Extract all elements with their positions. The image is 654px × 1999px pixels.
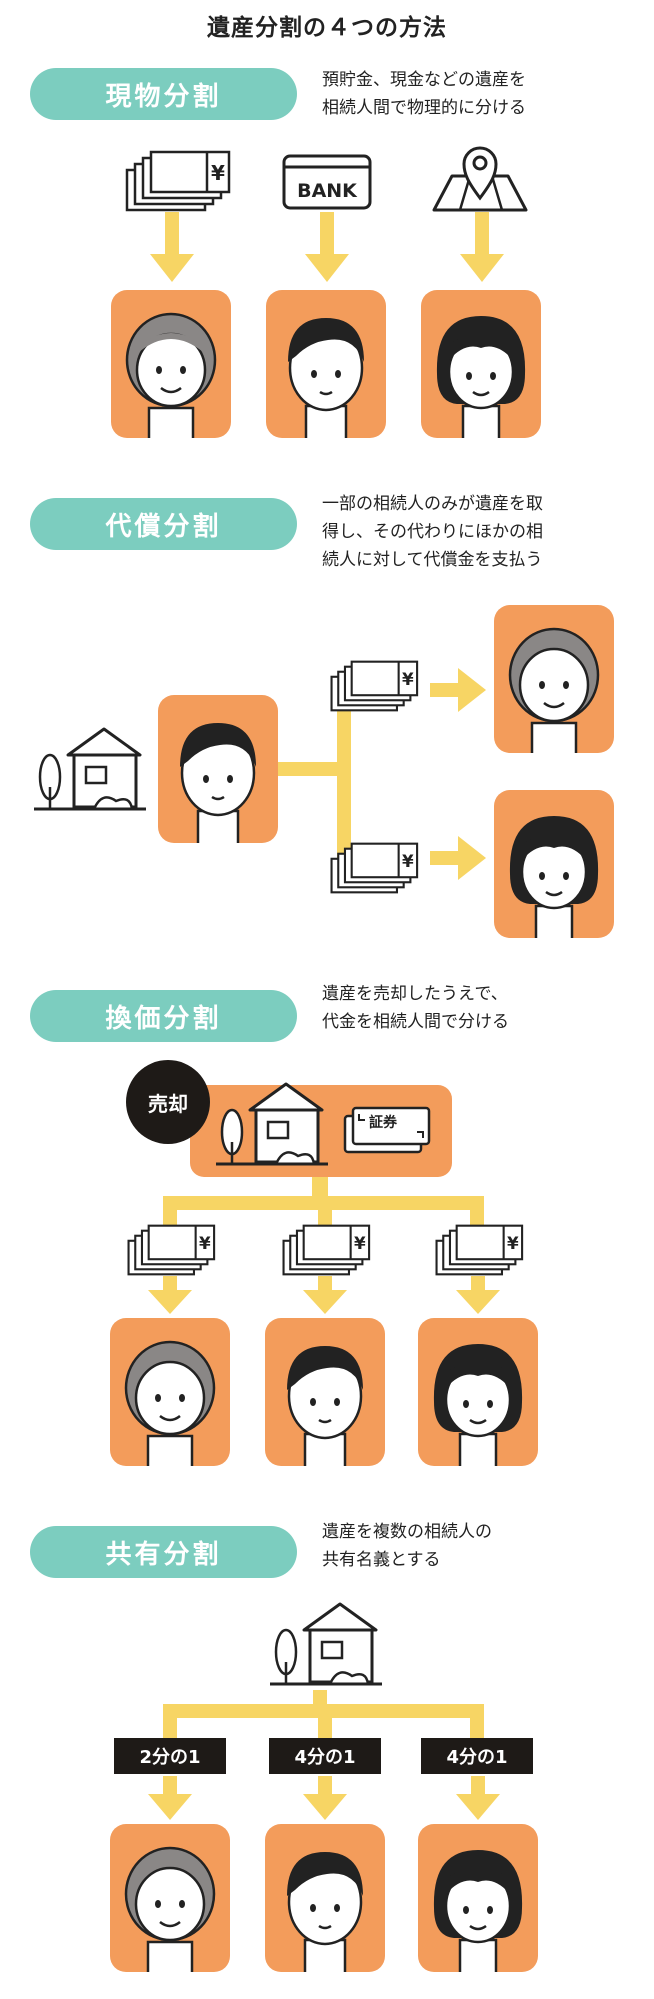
down-arrow-icon (148, 1276, 192, 1314)
house-icon (268, 1600, 384, 1690)
connector-line (163, 1704, 177, 1744)
yen-symbol: ¥ (507, 1233, 519, 1253)
person-card-son: 長男 (158, 695, 278, 843)
method-description-co-ownership: 遺産を複数の相続人の 共有名義とする (322, 1518, 642, 1574)
share-label-son: 4分の1 (269, 1738, 381, 1774)
person-card-son: 長男 (265, 1318, 385, 1466)
son-face-icon (288, 318, 364, 438)
desc-line: 相続人間で物理的に分ける (322, 98, 526, 118)
person-card-daughter: 長女 (418, 1318, 538, 1466)
house-icon (214, 1080, 330, 1170)
person-label: 母 (161, 1949, 178, 1968)
certificate-text: 証券 (369, 1115, 397, 1131)
daughter-face-icon (509, 816, 599, 938)
right-arrow-icon (430, 668, 486, 712)
cash-stack-icon: ¥ (124, 1224, 222, 1276)
yen-symbol: ¥ (354, 1233, 366, 1253)
share-label-daughter: 4分の1 (421, 1738, 533, 1774)
desc-line: 預貯金、現金などの遺産を (322, 70, 526, 90)
yen-symbol: ¥ (402, 669, 414, 689)
person-label: 長女 (461, 1949, 494, 1968)
connector-line (278, 762, 344, 776)
method-label-liquidation: 換価分割 (30, 990, 297, 1042)
desc-line: 得し、その代わりにほかの相 (322, 522, 543, 542)
right-arrow-icon (430, 836, 486, 880)
person-label: 長男 (308, 1949, 341, 1968)
connector-line (470, 1196, 484, 1234)
map-pin-icon (430, 138, 530, 214)
sale-badge: 売却 (126, 1060, 210, 1144)
person-card-son: 長男 (265, 1824, 385, 1972)
share-label-mother: 2分の1 (114, 1738, 226, 1774)
down-arrow-icon (460, 212, 504, 282)
person-card-son: 長男 (266, 290, 386, 438)
down-arrow-icon (150, 212, 194, 282)
person-label: 長男 (309, 415, 342, 434)
person-card-daughter: 長女 (421, 290, 541, 438)
mother-face-icon (508, 627, 600, 753)
person-label: 母 (162, 415, 179, 434)
person-card-mother: 母 (110, 1824, 230, 1972)
desc-line: 代金を相続人間で分ける (322, 1012, 509, 1032)
desc-line: 共有名義とする (322, 1550, 441, 1570)
daughter-face-icon (433, 1850, 523, 1972)
down-arrow-icon (303, 1776, 347, 1820)
method-label-compensation: 代償分割 (30, 498, 297, 550)
down-arrow-icon (456, 1276, 500, 1314)
son-face-icon (180, 723, 256, 843)
person-card-mother: 母 (494, 605, 614, 753)
person-label: 母 (545, 730, 562, 749)
yen-symbol: ¥ (402, 851, 414, 871)
person-card-daughter: 長女 (418, 1824, 538, 1972)
person-label: 母 (161, 1443, 178, 1462)
down-arrow-icon (148, 1776, 192, 1820)
method-label-co-ownership: 共有分割 (30, 1526, 297, 1578)
connector-line (163, 1196, 177, 1234)
down-arrow-icon (303, 1276, 347, 1314)
daughter-face-icon (433, 1344, 523, 1466)
connector-line (470, 1704, 484, 1744)
desc-line: 一部の相続人のみが遺産を取 (322, 494, 543, 514)
daughter-face-icon (436, 316, 526, 438)
cash-stack-icon: ¥ (125, 150, 235, 212)
person-label: 長女 (537, 915, 570, 934)
connector-line (318, 1704, 332, 1744)
method-label-physical: 現物分割 (30, 68, 297, 120)
desc-line: 遺産を売却したうえで、 (322, 984, 508, 1004)
mother-face-icon (124, 1340, 216, 1466)
connector-line (318, 1196, 332, 1234)
son-face-icon (287, 1346, 363, 1466)
cash-stack-icon: ¥ (327, 842, 425, 894)
person-label: 長女 (464, 415, 497, 434)
person-card-daughter: 長女 (494, 790, 614, 938)
son-face-icon (287, 1852, 363, 1972)
house-icon (32, 725, 148, 815)
cash-stack-icon: ¥ (432, 1224, 530, 1276)
person-label: 長男 (308, 1443, 341, 1462)
method-description-compensation: 一部の相続人のみが遺産を取 得し、その代わりにほかの相 続人に対して代償金を支払… (322, 490, 642, 574)
bank-icon: BANK (282, 154, 372, 210)
desc-line: 遺産を複数の相続人の (322, 1522, 492, 1542)
bank-text: BANK (297, 180, 358, 202)
down-arrow-icon (305, 212, 349, 282)
person-card-mother: 母 (110, 1318, 230, 1466)
connector-line (337, 684, 351, 864)
person-label: 長男 (201, 820, 234, 839)
down-arrow-icon (456, 1776, 500, 1820)
cash-stack-icon: ¥ (327, 660, 425, 712)
yen-symbol: ¥ (211, 161, 225, 185)
cash-stack-icon: ¥ (279, 1224, 377, 1276)
mother-face-icon (125, 312, 217, 438)
yen-symbol: ¥ (199, 1233, 211, 1253)
method-description-liquidation: 遺産を売却したうえで、 代金を相続人間で分ける (322, 980, 642, 1036)
desc-line: 続人に対して代償金を支払う (322, 550, 543, 570)
person-card-mother: 母 (111, 290, 231, 438)
method-description-physical: 預貯金、現金などの遺産を 相続人間で物理的に分ける (322, 66, 642, 122)
page-title: 遺産分割の４つの方法 (207, 15, 447, 41)
mother-face-icon (124, 1846, 216, 1972)
person-label: 長女 (461, 1443, 494, 1462)
securities-certificate-icon: 証券 (343, 1102, 433, 1154)
